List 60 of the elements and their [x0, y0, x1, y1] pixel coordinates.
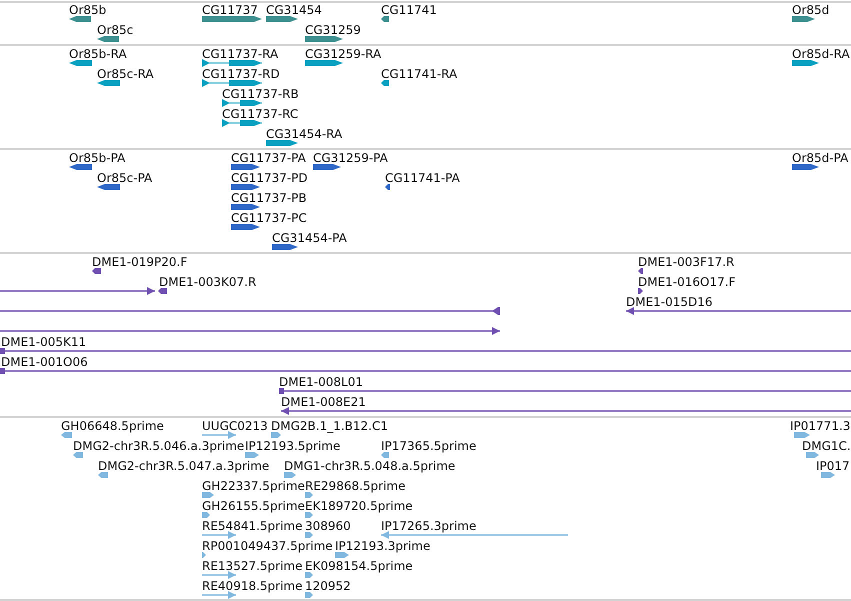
feature-label: DME1-003K07.R [159, 275, 256, 289]
feature-label: 120952 [305, 579, 351, 593]
feature-label: Or85b-RA [69, 47, 127, 61]
feature-label: RE54841.5prime [202, 519, 302, 533]
feature-label: CG31454-PA [272, 231, 347, 245]
feature-label: IP12193.5prime [245, 439, 340, 453]
feature-label: CG11737-RD [202, 67, 280, 81]
feature-label: DME1-003F17.R [638, 255, 734, 269]
feature-label: CG11737-PD [231, 171, 308, 185]
feature-label: UUGC0213 [202, 419, 268, 433]
feature-label: GH06648.5prime [61, 419, 164, 433]
feature-label: EK189720.5prime [305, 499, 413, 513]
feature-label: GH26155.5prime [202, 499, 305, 513]
feature-label: CG11741-PA [385, 171, 460, 185]
feature-label: DMG2-chr3R.5.047.a.3prime [98, 459, 270, 473]
feature-label: Or85c [97, 23, 134, 37]
feature-label: DMG2B.1_1.B12.C1 [271, 419, 388, 433]
feature-label: IP01771.3 [790, 419, 850, 433]
feature-label: CG31259 [305, 23, 361, 37]
feature-label: RE29868.5prime [305, 479, 406, 493]
feature-label: DME1-019P20.F [92, 255, 188, 269]
feature-label: GH22337.5prime [202, 479, 305, 493]
feature-label: Or85d [792, 3, 830, 17]
feature-label: DMG2-chr3R.5.046.a.3prime [73, 439, 244, 453]
feature-label: CG31259-PA [313, 151, 388, 165]
feature-label: DMG1C. [802, 439, 851, 453]
feature-label: DME1-008E21 [281, 395, 366, 409]
feature-label: CG11737-PA [231, 151, 306, 165]
feature-label: RE13527.5prime [202, 559, 302, 573]
feature-label: Or85d-PA [792, 151, 848, 165]
feature-label: Or85b-PA [69, 151, 126, 165]
feature-label: CG11741-RA [381, 67, 458, 81]
feature-label: CG31259-RA [305, 47, 382, 61]
feature-label: RE40918.5prime [202, 579, 302, 593]
feature-label: IP17265.3prime [381, 519, 476, 533]
feature-label: Or85c-RA [97, 67, 154, 81]
feature-label: 308960 [305, 519, 351, 533]
feature-label: DME1-015D16 [626, 295, 713, 309]
feature-label: IP17365.5prime [381, 439, 476, 453]
feature-label: DME1-005K11 [1, 335, 86, 349]
feature-label: Or85b [69, 3, 106, 17]
feature-label: Or85d-RA [792, 47, 850, 61]
feature-label: IP017 [816, 459, 850, 473]
feature-label: CG11737-RB [222, 87, 299, 101]
feature-label: DME1-001O06 [1, 355, 88, 369]
feature-label: Or85c-PA [97, 171, 152, 185]
feature-label: CG31454 [266, 3, 322, 17]
feature-label: CG11737-PC [231, 211, 307, 225]
feature-label: DMG1-chr3R.5.048.a.5prime [284, 459, 456, 473]
feature-label: RP001049437.5prime [202, 539, 333, 553]
feature-label: CG11737-RC [222, 107, 298, 121]
feature-label: DME1-008L01 [279, 375, 363, 389]
feature-label: CG31454-RA [266, 127, 342, 141]
feature-label: EK098154.5prime [305, 559, 413, 573]
feature-label: CG11741 [381, 3, 437, 17]
feature-label: DME1-016O17.F [638, 275, 736, 289]
feature-label: CG11737-RA [202, 47, 278, 61]
feature-label: CG11737 [202, 3, 258, 17]
feature-label: CG11737-PB [231, 191, 307, 205]
feature-label: IP12193.3prime [335, 539, 430, 553]
